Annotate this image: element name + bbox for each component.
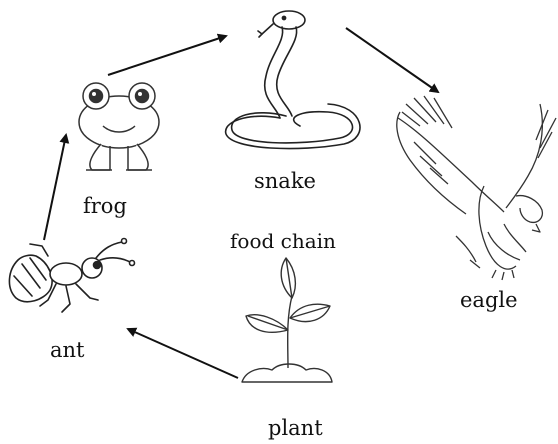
ant-illustration: [9, 239, 134, 313]
frog-illustration: [79, 83, 159, 170]
arrow-frog-to-snake: [108, 36, 226, 75]
organism-label-plant: plant: [268, 418, 323, 439]
organism-label-snake: snake: [254, 171, 316, 192]
arrow-ant-to-frog: [44, 135, 66, 240]
arrow-plant-to-ant: [128, 329, 238, 378]
plant-illustration: [242, 258, 332, 382]
organism-label-frog: frog: [83, 196, 127, 217]
organism-label-eagle: eagle: [460, 290, 518, 311]
arrow-snake-to-eagle: [346, 28, 438, 92]
organism-label-ant: ant: [50, 340, 84, 361]
snake-illustration: [226, 11, 360, 149]
diagram-title: food chain: [230, 231, 336, 251]
eagle-illustration: [397, 96, 556, 280]
